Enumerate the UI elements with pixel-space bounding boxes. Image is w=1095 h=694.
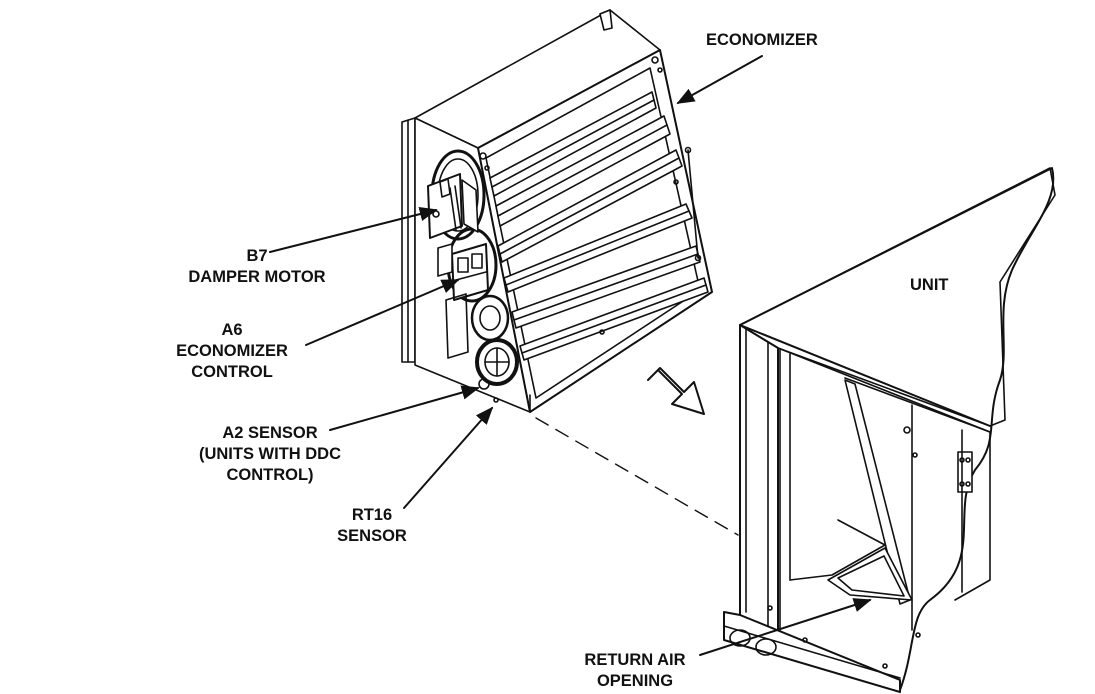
a2-sensor — [445, 293, 469, 359]
economizer-leader — [676, 55, 763, 104]
a2-sensor-label: A2 SENSOR (UNITS WITH DDC CONTROL) — [180, 423, 360, 486]
unit-label: UNIT — [910, 276, 949, 294]
return-air-label-line2: OPENING — [596, 672, 674, 690]
rt16-label-line2: SENSOR — [337, 527, 407, 545]
rt16-sensor-label: RT16 SENSOR — [322, 505, 422, 547]
economizer-label: ECONOMIZER — [706, 31, 818, 49]
a2-leader — [329, 385, 480, 431]
rt16-leader — [403, 406, 494, 509]
alignment-line — [535, 417, 739, 536]
b7-label-line1: B7 — [246, 247, 268, 265]
rt16-sensor — [478, 378, 499, 403]
a2-label-line3: CONTROL) — [226, 466, 314, 484]
b7-leader — [269, 206, 438, 253]
return-air-opening-label: RETURN AIR OPENING — [570, 650, 700, 692]
a2-label-line1: A2 SENSOR — [222, 424, 318, 442]
return-air-label-line1: RETURN AIR — [584, 651, 686, 669]
a6-label-line1: A6 — [221, 321, 243, 339]
unit-cabinet — [723, 167, 1056, 693]
b7-damper-motor-label: B7 DAMPER MOTOR — [172, 246, 342, 288]
damper-blades — [489, 91, 709, 361]
leader-arrows — [269, 55, 872, 656]
a6-label-line3: CONTROL — [191, 363, 273, 381]
install-direction-arrow — [647, 367, 705, 415]
a6-economizer-control — [437, 243, 489, 301]
rt16-label-line1: RT16 — [351, 506, 393, 524]
hinge — [957, 451, 973, 493]
a6-label-line2: ECONOMIZER — [176, 342, 288, 360]
a6-economizer-control-label: A6 ECONOMIZER CONTROL — [162, 320, 302, 383]
b7-label-line2: DAMPER MOTOR — [188, 268, 326, 286]
a2-label-line2: (UNITS WITH DDC — [198, 445, 342, 463]
economizer-assembly — [401, 9, 713, 413]
return-air-leader — [699, 598, 872, 656]
a6-leader — [305, 279, 460, 346]
